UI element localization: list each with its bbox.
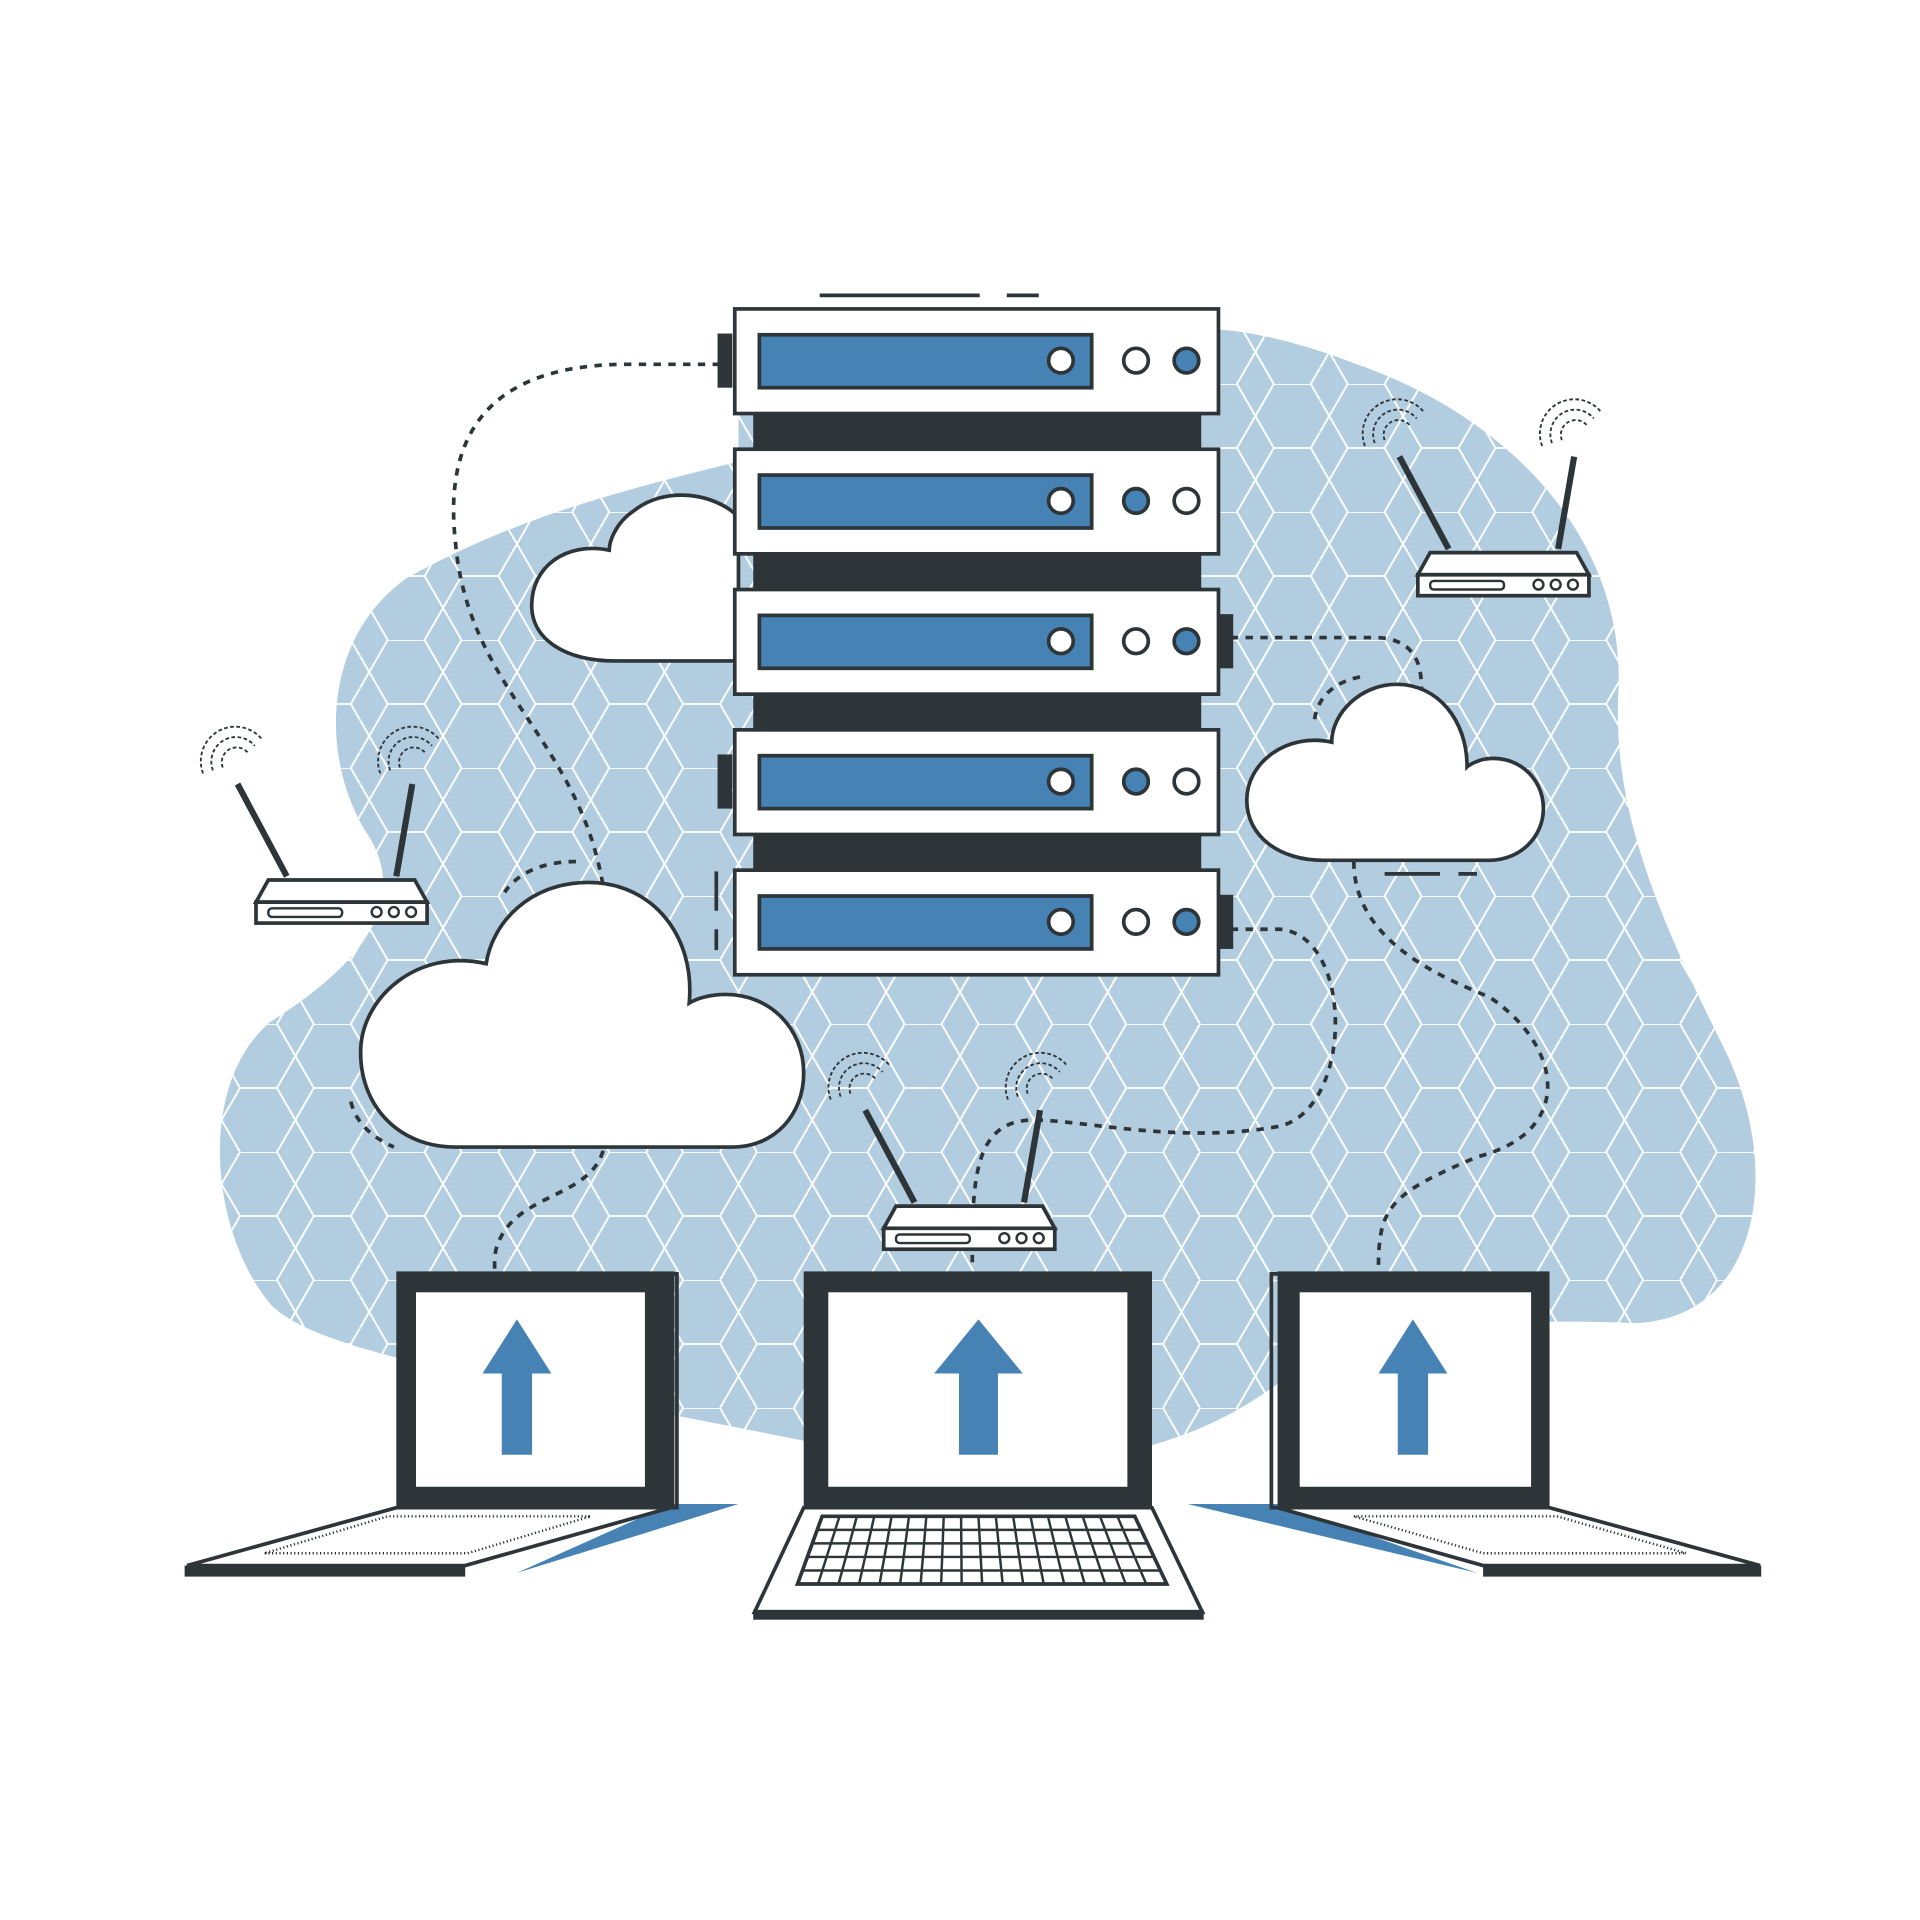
drive-bay (757, 473, 1094, 530)
wifi-signal-icon (199, 725, 263, 774)
status-led-icon (1172, 627, 1201, 656)
status-led-icon (1172, 767, 1201, 796)
power-button-icon (1046, 346, 1076, 375)
laptop-icon (751, 1271, 1206, 1620)
status-led-icon (1121, 767, 1151, 796)
server-unit (732, 587, 1234, 697)
status-led-icon (1121, 486, 1151, 516)
server-tab (717, 333, 733, 388)
wifi-signal-icon (1004, 1051, 1068, 1100)
laptop-icon (1187, 1271, 1762, 1577)
cloud-icon (529, 493, 741, 663)
wifi-router-icon (1361, 398, 1602, 598)
status-led-icon (1121, 907, 1151, 937)
connection-lines (348, 293, 1550, 1272)
wifi-signal-icon (1539, 398, 1602, 447)
server-tab (1218, 614, 1234, 669)
wifi-signal-icon (827, 1051, 891, 1100)
drive-bay (757, 894, 1094, 951)
server-rack-icon (717, 307, 1234, 977)
wifi-router-icon (199, 725, 440, 925)
server-unit (717, 307, 1221, 416)
antenna (1396, 455, 1578, 551)
server-unit (732, 447, 1221, 556)
cloud-icon (358, 682, 1546, 1149)
power-button-icon (1046, 907, 1076, 937)
antenna (862, 1108, 1044, 1204)
status-led-icon (1172, 907, 1201, 937)
server-tab (717, 754, 733, 809)
power-button-icon (1046, 486, 1076, 516)
upload-arrow-icon (482, 1319, 552, 1455)
laptop-icon (184, 1271, 739, 1577)
wifi-signal-icon (377, 725, 440, 774)
status-led-icon (1121, 627, 1151, 656)
upload-arrow-icon (1378, 1319, 1448, 1455)
server-unit (717, 728, 1221, 837)
status-led-icon (1172, 346, 1201, 375)
wifi-signal-icon (1361, 398, 1425, 447)
drive-bay (757, 332, 1094, 390)
server-unit (732, 868, 1234, 977)
status-led-icon (1172, 486, 1201, 516)
power-button-icon (1046, 627, 1076, 656)
antenna (234, 782, 416, 878)
drive-bay (757, 753, 1094, 811)
wifi-router-icon (827, 1051, 1068, 1252)
keyboard (794, 1514, 1170, 1586)
status-led-icon (1121, 346, 1151, 375)
power-button-icon (1046, 767, 1076, 796)
drive-bay (757, 613, 1094, 671)
upload-arrow-icon (934, 1319, 1023, 1455)
server-tab (1218, 894, 1234, 949)
